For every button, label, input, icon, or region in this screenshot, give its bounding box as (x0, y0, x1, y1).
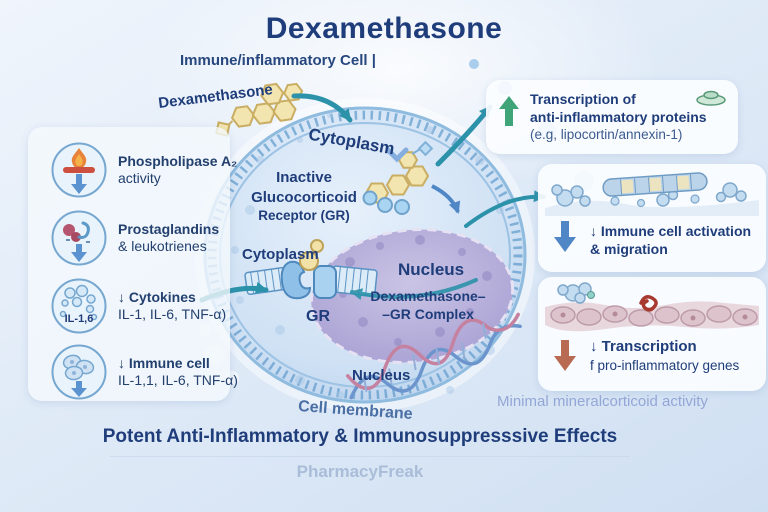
immune-activation-panel: ↓ Immune cell activation & migration (538, 164, 766, 272)
list-item-cytokines: IL-1,6 ↓ Cytokines IL-1, IL-6, TNF-α) (50, 277, 226, 335)
page-title: Dexamethasone (265, 12, 503, 45)
list-item-phospholipase: Phospholipase A₂ activity (50, 141, 237, 199)
nucleus-bottom-label: Nucleus (352, 367, 411, 384)
panel2-line2: & migration (590, 241, 668, 258)
list-item-text: ↓ Immune cell IL-1,1, IL-6, TNF-α) (118, 355, 238, 390)
tissue-illustration (545, 282, 759, 332)
item-line2: activity (118, 170, 161, 186)
inactive-gr-line1: Inactive (276, 169, 332, 186)
item-line1: Prostaglandins (118, 220, 220, 237)
prostaglandins-icon (51, 210, 107, 266)
inactive-gr-label: Inactive Glucocorticoid Receptor (GR) (228, 168, 380, 225)
arrow-dexa-into-cell (291, 93, 353, 123)
list-item-immune-cell: ↓ Immune cell IL-1,1, IL-6, TNF-α) (50, 343, 238, 401)
item-line1: ↓ Cytokines (118, 288, 196, 305)
phospholipase-flame-icon (51, 142, 107, 198)
lipocortin-protein-icon (694, 88, 728, 108)
list-item-text: ↓ Cytokines IL-1, IL-6, TNF-α) (118, 289, 226, 324)
gr-complex-line1: Dexamethasone– (370, 288, 486, 304)
item-line2: IL-1,1, IL-6, TNF-α) (118, 372, 238, 388)
watermark: PharmacyFreak (296, 462, 424, 481)
immune-activation-text: ↓ Immune cell activation & migration (590, 222, 751, 258)
panel2-line1: ↓ Immune cell activation (590, 223, 752, 239)
effects-headline: Potent Anti-Inflammatory & Immunosuppres… (102, 426, 618, 447)
panel1-line1: Transcription of (530, 91, 636, 107)
green-up-arrow-icon (498, 94, 520, 128)
item-line1: ↓ Immune cell (118, 354, 210, 371)
nucleus-label: Nucleus (398, 260, 465, 279)
item-line2: & leukotrienes (118, 238, 207, 254)
red-down-arrow-icon (552, 339, 578, 373)
footer-divider (110, 456, 630, 457)
subtitle: Immune/inflammatory Cell | (180, 52, 376, 69)
cytoplasm-left-label: Cytoplasm (242, 246, 319, 263)
dexamethasone-gr-molecule (362, 140, 461, 215)
arrow-to-immune-panel (464, 190, 546, 228)
panel1-line3: (e.g, lipocortin/annexin-1) (530, 127, 683, 143)
il-badge: IL-1,6 (65, 313, 94, 325)
list-item-text: Phospholipase A₂ activity (118, 153, 237, 188)
arrow-to-nucleus (431, 184, 461, 214)
dna-helix (345, 312, 522, 400)
chevron-down-icon (385, 147, 409, 163)
arrow-complex-to-gr (350, 278, 478, 300)
blue-down-arrow-icon (552, 220, 578, 254)
panel3-line1: ↓ Transcription (590, 338, 697, 355)
immune-cells-illustration (545, 172, 759, 216)
immune-cells-icon (51, 344, 107, 400)
list-item-text: Prostaglandins & leukotrienes (118, 221, 219, 256)
transcription-up-text: Transcription of anti-inflammatory prote… (530, 90, 707, 144)
inactive-gr-line2: Glucocorticoid (251, 188, 357, 206)
inactive-gr-line3: Receptor (GR) (258, 208, 350, 223)
item-line1: Phospholipase A₂ (118, 152, 238, 169)
item-line2: IL-1, IL-6, TNF-α) (118, 306, 227, 322)
gr-complex-label: Dexamethasone– –GR Complex (352, 287, 504, 323)
panel1-line2: anti-inflammatory proteins (530, 109, 707, 126)
transcription-up-panel: Transcription of anti-inflammatory prote… (486, 80, 738, 154)
transcription-down-text: ↓ Transcription f pro-inflammatory genes (590, 337, 739, 374)
panel3-line2: f pro-inflammatory genes (590, 357, 740, 373)
list-item-prostaglandins: Prostaglandins & leukotrienes (50, 209, 219, 267)
cell-membrane-ring (207, 110, 523, 400)
transcription-down-panel: ↓ Transcription f pro-inflammatory genes (538, 277, 766, 391)
cytokines-bubbles-icon: IL-1,6 (51, 278, 107, 334)
gr-protein (244, 239, 378, 300)
gr-complex-line2: –GR Complex (382, 306, 474, 323)
minimal-activity-note: Minimal mineralcorticoid activity (497, 393, 708, 410)
gr-label: GR (306, 308, 330, 325)
